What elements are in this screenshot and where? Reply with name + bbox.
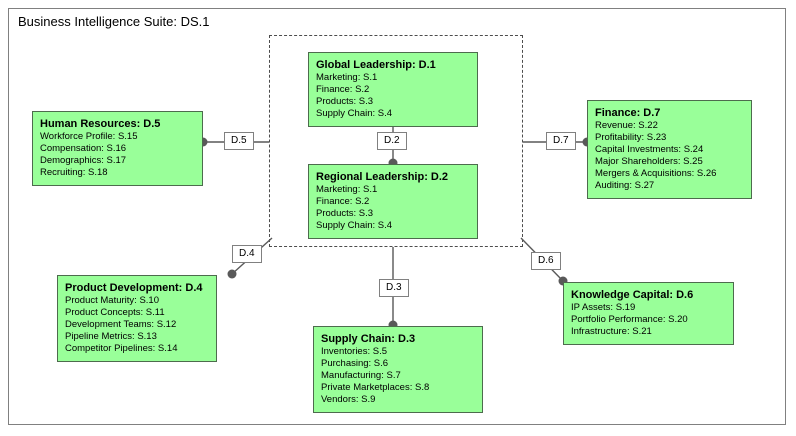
node-title: Knowledge Capital: D.6 (571, 289, 694, 301)
node-item: Purchasing: S.6 (321, 358, 389, 369)
node-human-resources[interactable]: Human Resources: D.5 Workforce Profile: … (32, 111, 203, 186)
edge-label-d2[interactable]: D.2 (377, 132, 407, 150)
node-item: IP Assets: S.19 (571, 302, 636, 313)
node-item: Portfolio Performance: S.20 (571, 314, 688, 325)
page-title: Business Intelligence Suite: DS.1 (18, 14, 210, 29)
node-item: Finance: S.2 (316, 196, 370, 207)
node-item: Development Teams: S.12 (65, 319, 177, 330)
node-item: Revenue: S.22 (595, 120, 658, 131)
node-knowledge-capital[interactable]: Knowledge Capital: D.6 IP Assets: S.19 P… (563, 282, 734, 345)
edge-label-d4[interactable]: D.4 (232, 245, 262, 263)
node-item: Recruiting: S.18 (40, 167, 108, 178)
node-item: Mergers & Acquisitions: S.26 (595, 168, 717, 179)
node-supply-chain[interactable]: Supply Chain: D.3 Inventories: S.5 Purch… (313, 326, 483, 413)
edge-label-d6[interactable]: D.6 (531, 252, 561, 270)
node-item: Marketing: S.1 (316, 72, 378, 83)
node-title: Supply Chain: D.3 (321, 333, 416, 345)
node-item: Supply Chain: S.4 (316, 108, 393, 119)
node-item: Marketing: S.1 (316, 184, 378, 195)
node-item: Compensation: S.16 (40, 143, 127, 154)
node-item: Finance: S.2 (316, 84, 370, 95)
node-title: Regional Leadership: D.2 (316, 171, 449, 183)
edge-label-d5[interactable]: D.5 (224, 132, 254, 150)
edge-label-d3[interactable]: D.3 (379, 279, 409, 297)
node-product-development[interactable]: Product Development: D.4 Product Maturit… (57, 275, 217, 362)
node-item: Manufacturing: S.7 (321, 370, 401, 381)
edge-label-d7[interactable]: D.7 (546, 132, 576, 150)
node-item: Workforce Profile: S.15 (40, 131, 138, 142)
node-item: Products: S.3 (316, 208, 374, 219)
node-finance[interactable]: Finance: D.7 Revenue: S.22 Profitability… (587, 100, 752, 199)
node-item: Private Marketplaces: S.8 (321, 382, 430, 393)
node-item: Auditing: S.27 (595, 180, 655, 191)
node-item: Product Maturity: S.10 (65, 295, 159, 306)
node-item: Inventories: S.5 (321, 346, 388, 357)
node-regional-leadership[interactable]: Regional Leadership: D.2 Marketing: S.1 … (308, 164, 478, 239)
node-title: Human Resources: D.5 (40, 118, 161, 130)
node-item: Product Concepts: S.11 (65, 307, 165, 318)
node-item: Competitor Pipelines: S.14 (65, 343, 178, 354)
node-title: Global Leadership: D.1 (316, 59, 436, 71)
node-item: Profitability: S.23 (595, 132, 667, 143)
node-item: Capital Investments: S.24 (595, 144, 704, 155)
leadership-group-container (269, 35, 523, 247)
node-item: Vendors: S.9 (321, 394, 376, 405)
node-item: Pipeline Metrics: S.13 (65, 331, 157, 342)
node-title: Product Development: D.4 (65, 282, 203, 294)
node-item: Supply Chain: S.4 (316, 220, 393, 231)
node-title: Finance: D.7 (595, 107, 661, 119)
node-item: Major Shareholders: S.25 (595, 156, 703, 167)
node-item: Infrastructure: S.21 (571, 326, 652, 337)
node-item: Products: S.3 (316, 96, 374, 107)
node-global-leadership[interactable]: Global Leadership: D.1 Marketing: S.1 Fi… (308, 52, 478, 127)
node-item: Demographics: S.17 (40, 155, 127, 166)
